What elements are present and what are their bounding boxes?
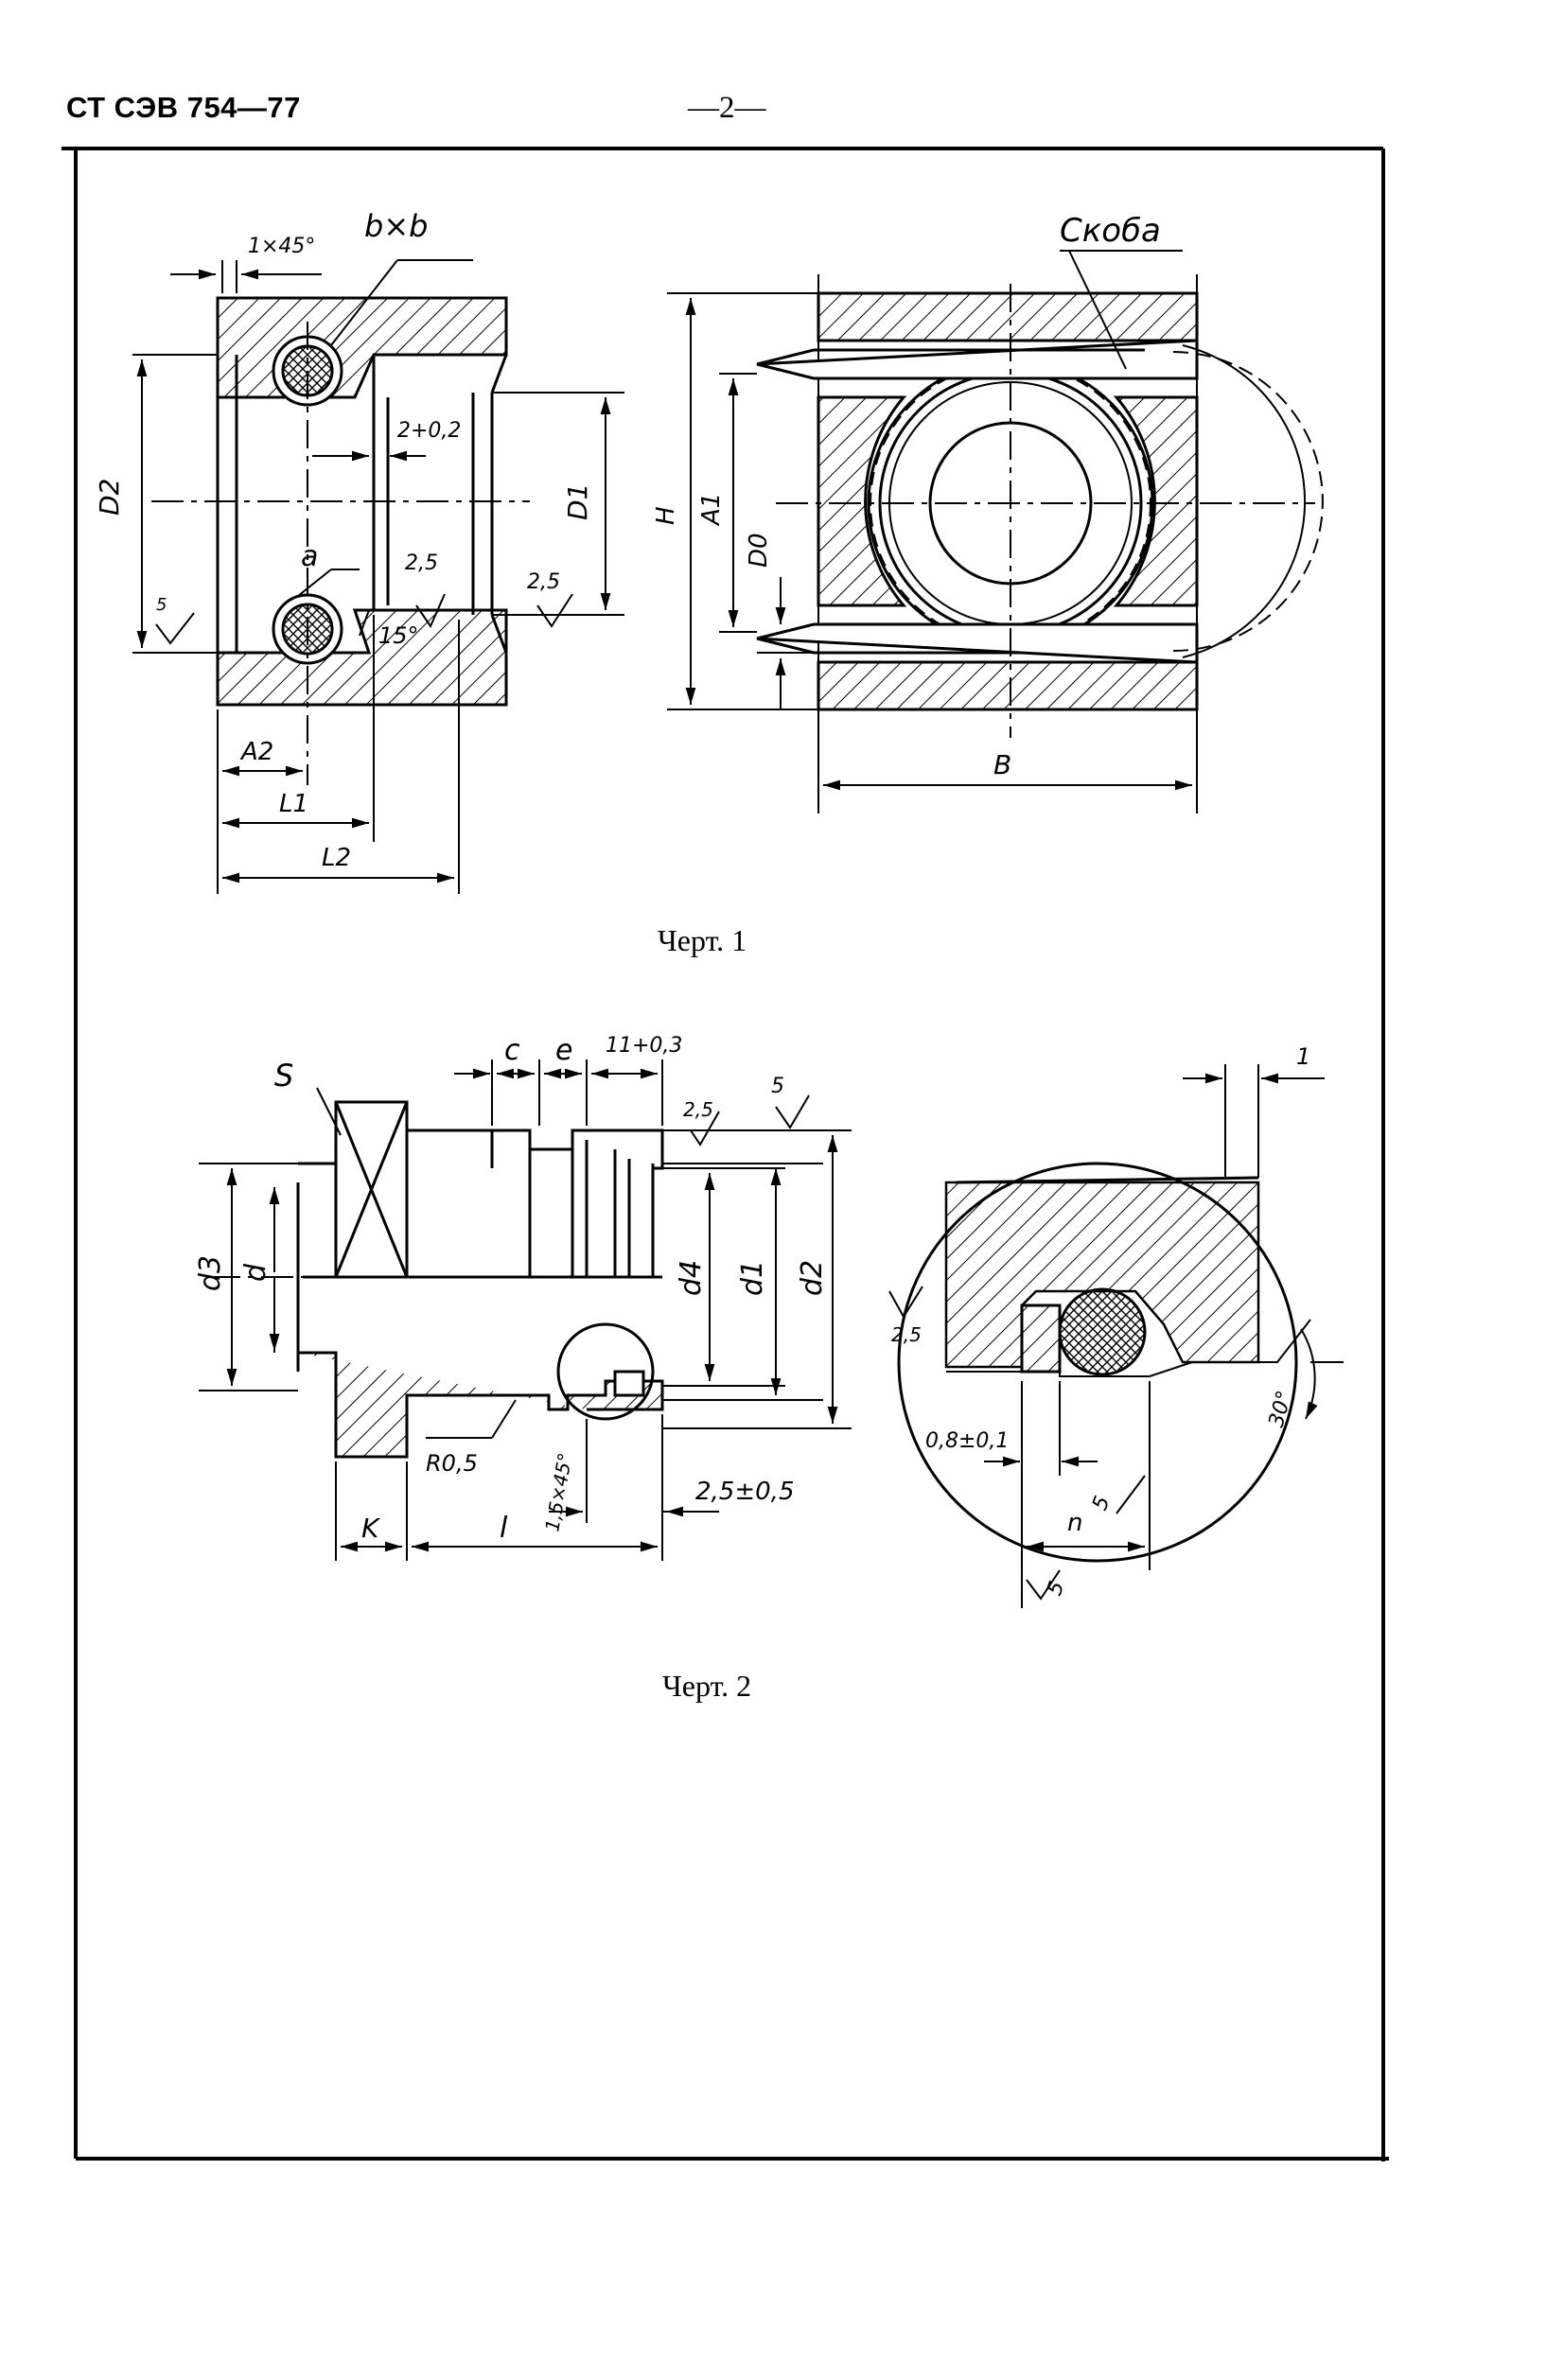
fig1-rough1-label: 2,5: [405, 551, 438, 575]
figure2-section-dimensions: [199, 1059, 852, 1561]
fig2-k-label: K: [361, 1513, 381, 1544]
fig1-l1-label: L1: [279, 790, 308, 818]
fig2-d3-label: d3: [194, 1255, 227, 1291]
fig1-rough2-label: 2,5: [527, 570, 560, 594]
fig2-angle-label: 30°: [1265, 1388, 1297, 1429]
fig1-chamfer-label: 1×45°: [248, 235, 315, 258]
figure2-detail-dimensions: [888, 1064, 1344, 1608]
fig2-tol-label: 11+0,3: [606, 1034, 682, 1058]
figure2-section-view: [208, 1100, 664, 1459]
fig1-caption: Черт. 1: [658, 923, 747, 957]
figure1-side-view: [151, 296, 530, 785]
fig2-caption: Черт. 2: [662, 1669, 751, 1703]
fig1-a-label: a: [301, 540, 318, 573]
fig2-c-label: c: [504, 1034, 520, 1067]
fig2-s-label: S: [274, 1058, 293, 1094]
fig2-d2-label: d2: [796, 1260, 829, 1296]
fig1-d1-label: D1: [562, 483, 593, 520]
fig2-tol3-label: 0,8±0,1: [925, 1429, 1009, 1453]
fig1-rough3-label: 5: [156, 595, 167, 615]
fig2-d4-label: d4: [675, 1260, 708, 1296]
fig2-r-label: R0,5: [426, 1450, 478, 1477]
figure2-detail-view: [897, 1162, 1311, 1563]
fig2-rough-b-label: 5: [771, 1075, 784, 1098]
figure1-front-dimensions: [667, 250, 1192, 791]
fig2-rough-a-label: 2,5: [683, 1098, 713, 1121]
fig1-d2-label: D2: [94, 479, 125, 516]
fig2-rough-d-label: 5: [1088, 1493, 1115, 1514]
fig1-clamp-label: Скоба: [1060, 212, 1161, 250]
fig1-d0-label: D0: [745, 533, 773, 568]
fig1-groove-label: 2+0,2: [397, 419, 461, 443]
page-number: —2—: [688, 91, 766, 125]
fig1-angle-label: 15°: [378, 622, 419, 649]
figure1-side-dimensions: [132, 259, 624, 894]
fig2-e-label: e: [555, 1034, 572, 1067]
fig2-l-label: l: [500, 1512, 508, 1545]
fig1-h-label: H: [652, 506, 680, 525]
fig1-l2-label: L2: [322, 844, 351, 872]
fig2-rough-c-label: 2,5: [891, 1323, 922, 1346]
fig1-a1-label: A1: [697, 493, 726, 527]
fig2-tol2-label: 2,5±0,5: [695, 1478, 794, 1506]
standard-code: СТ СЭВ 754—77: [66, 91, 301, 124]
fig1-a2-label: A2: [239, 738, 273, 766]
fig2-d-label: d: [239, 1263, 272, 1282]
figure1-front-view: [756, 274, 1324, 814]
fig2-d1-label: d1: [736, 1260, 769, 1296]
fig1-b-label: B: [993, 749, 1011, 780]
fig2-n-label: n: [1067, 1509, 1082, 1537]
fig2-chamf-label: 1,5×45°: [540, 1451, 576, 1533]
fig2-rough-e-label: 5: [1043, 1578, 1069, 1599]
fig2-one-label: 1: [1296, 1043, 1310, 1070]
fig1-section-label: b×b: [364, 208, 428, 244]
